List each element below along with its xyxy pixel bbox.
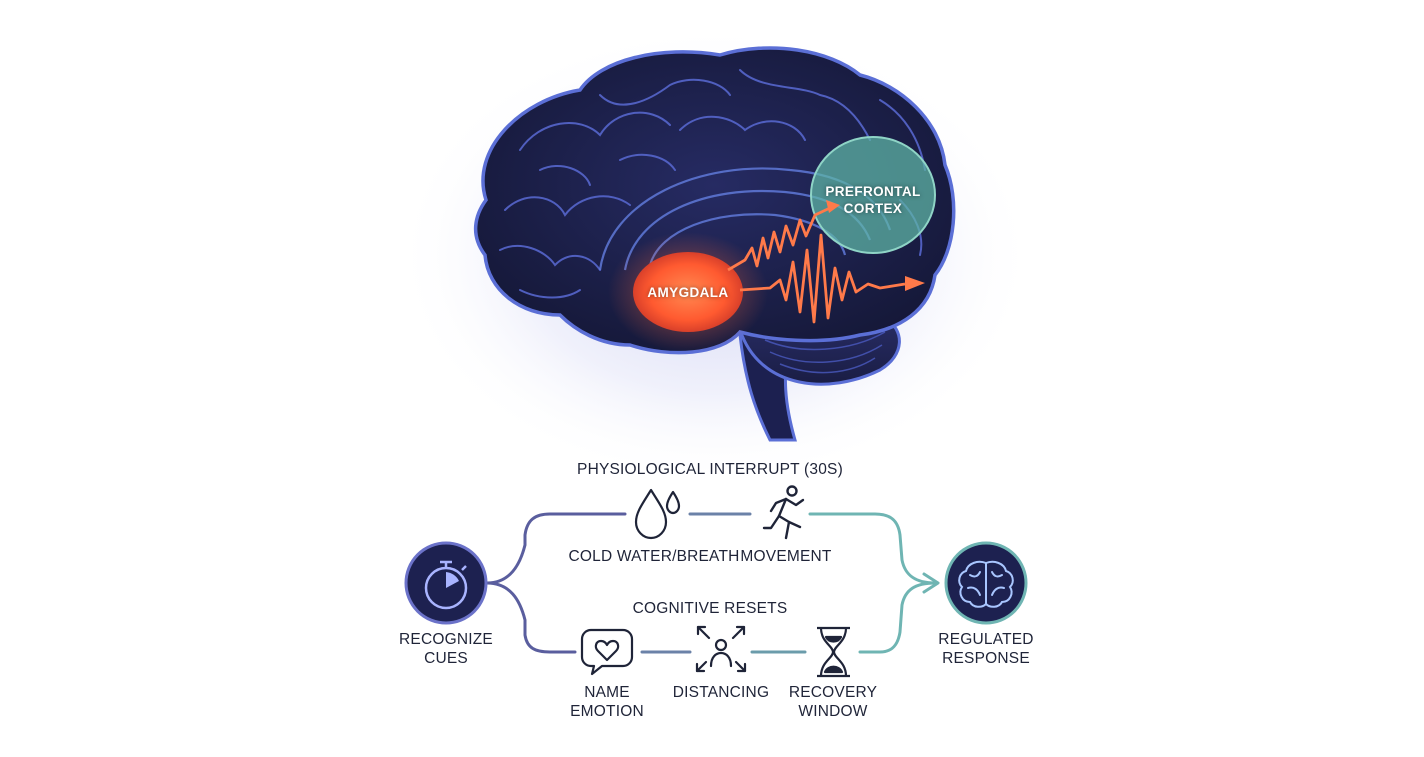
step-distancing-line1: DISTANCING <box>672 684 770 701</box>
step-recovery-line2: WINDOW <box>798 703 868 720</box>
amygdala-region <box>633 252 743 332</box>
step-movement-label: MOVEMENT <box>740 548 832 565</box>
step-name-emotion-line1: NAME <box>584 684 630 701</box>
flow-arrowhead <box>922 572 940 594</box>
end-label-line2: RESPONSE <box>942 650 1030 667</box>
step-recovery-line1: RECOVERY <box>788 684 878 701</box>
end-label: REGULATED RESPONSE <box>926 630 1046 668</box>
amygdala-label: AMYGDALA <box>647 285 729 300</box>
start-label-line1: RECOGNIZE <box>399 631 493 648</box>
signal-arrowhead-lower <box>905 276 925 291</box>
prefrontal-label: PREFRONTAL CORTEX <box>813 183 933 217</box>
end-label-line1: REGULATED <box>938 631 1034 648</box>
top-branch-title: PHYSIOLOGICAL INTERRUPT (30s) <box>577 461 843 478</box>
person-arrows-icon <box>695 625 747 673</box>
step-name-emotion-line2: EMOTION <box>570 703 644 720</box>
step-recovery-window-label: RECOVERY WINDOW <box>778 683 888 721</box>
step-cold-water-label: COLD WATER/BREATH <box>568 548 740 565</box>
heart-speech-bubble-icon <box>580 628 634 676</box>
stopwatch-icon <box>424 560 468 610</box>
flow-connectors <box>485 512 937 654</box>
brain-icon <box>958 560 1014 608</box>
hourglass-icon <box>817 626 850 678</box>
bottom-branch-title: COGNITIVE RESETS <box>632 600 788 617</box>
running-person-icon <box>762 485 805 540</box>
start-label: RECOGNIZE CUES <box>386 630 506 668</box>
start-label-line2: CUES <box>424 650 468 667</box>
prefrontal-label-line2: CORTEX <box>843 201 903 216</box>
step-name-emotion-label: NAME EMOTION <box>557 683 657 721</box>
signal-to-prefrontal <box>727 206 831 272</box>
prefrontal-label-line1: PREFRONTAL <box>825 184 921 199</box>
step-distancing-label: DISTANCING <box>666 683 776 702</box>
prefrontal-region <box>810 136 936 254</box>
signal-arrowhead-upper <box>826 200 840 213</box>
signal-outward <box>739 233 906 324</box>
cerebellum-folds <box>764 331 886 374</box>
water-drops-icon <box>634 488 681 540</box>
